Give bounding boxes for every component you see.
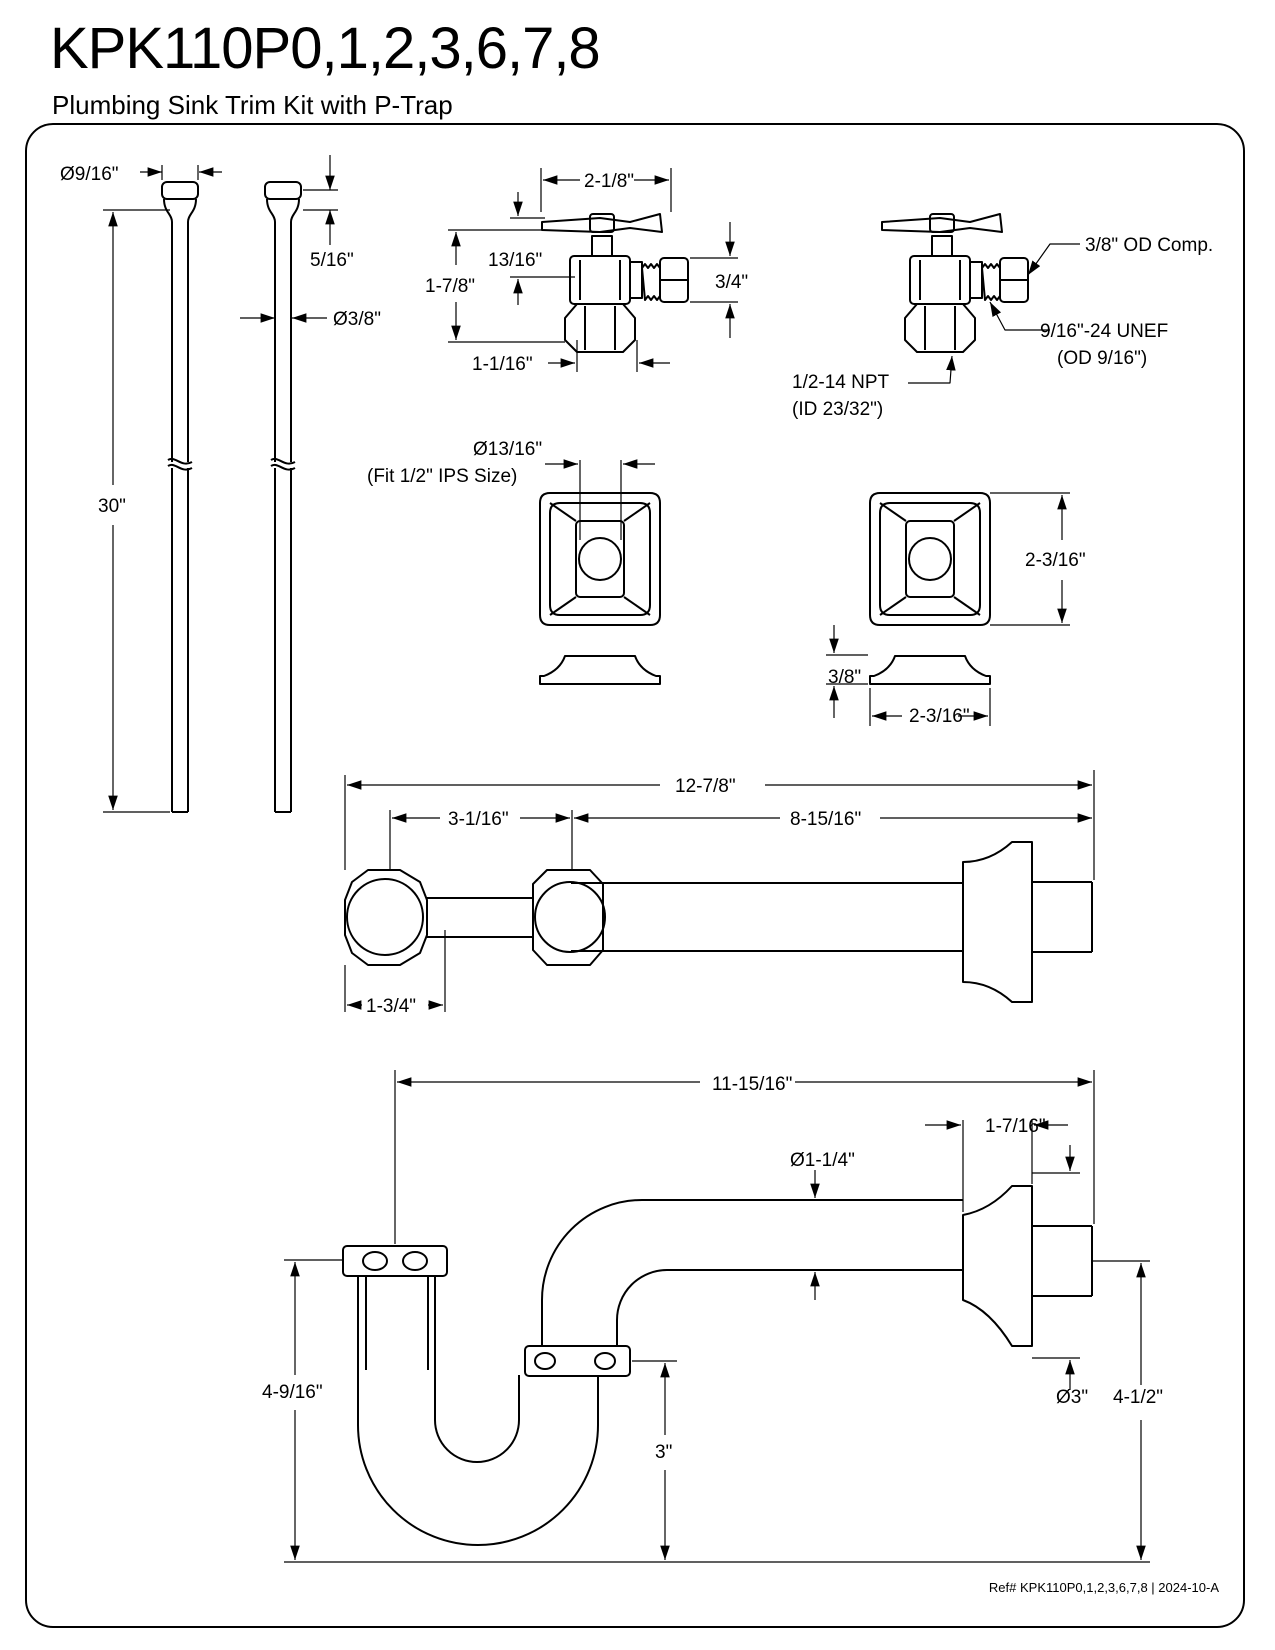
trap-flange-dia-label: Ø3": [1056, 1387, 1088, 1408]
thread-od-label: (OD 9/16"): [1057, 348, 1147, 369]
drain-arm-dimensions: [344, 770, 1095, 1012]
supply-dia-top-label: Ø9/16": [60, 164, 119, 185]
inlet-npt-label: 1/2-14 NPT: [792, 372, 890, 393]
dimension-labels: Ø9/16" 5/16" Ø3/8" 30" 2-1/8" 13/16" 1-7…: [60, 164, 1213, 1463]
flange-ips-label: (Fit 1/2" IPS Size): [367, 466, 517, 487]
valve-base-width-label: 1-1/16": [472, 354, 533, 375]
supply-head-height-label: 5/16": [310, 250, 354, 271]
p-trap-drawing: [342, 1185, 1093, 1546]
trap-inlet-height-label: 4-9/16": [262, 1382, 323, 1403]
supply-line-left: [161, 181, 199, 813]
supply-dia-tube-label: Ø3/8": [333, 309, 381, 330]
inlet-id-label: (ID 23/32"): [792, 399, 883, 420]
compression-label: 3/8" OD Comp.: [1085, 235, 1213, 256]
escutcheon-side-left: [539, 655, 661, 685]
drawing-frame: [25, 123, 1245, 1628]
stop-valve-leaders: [908, 243, 1080, 384]
model-number: KPK110P0,1,2,3,6,7,8: [50, 16, 601, 81]
supply-dimensions: [103, 155, 338, 813]
flange-size-h-label: 2-3/16": [1025, 550, 1086, 571]
trap-overall-label: 11-15/16": [712, 1074, 792, 1095]
flange-dimensions: [545, 459, 1070, 726]
product-description: Plumbing Sink Trim Kit with P-Trap: [52, 90, 453, 120]
supply-line-right: [264, 181, 302, 813]
valve-outlet-height-label: 3/4": [715, 272, 748, 293]
reference-number: Ref# KPK110P0,1,2,3,6,7,8 | 2024-10-A: [988, 1580, 1219, 1595]
valve-height-label: 1-7/8": [425, 276, 475, 297]
stop-valve-dimensioned: [541, 213, 689, 353]
drain-nut-spacing-label: 3-1/16": [448, 809, 509, 830]
trap-flange-depth-label: 1-7/16": [985, 1116, 1046, 1137]
trap-pipe-dia-label: Ø1-1/4": [790, 1150, 855, 1171]
drain-nut-width-label: 1-3/4": [366, 996, 416, 1017]
escutcheon-side-right: [869, 655, 991, 685]
valve-offset-label: 13/16": [488, 250, 542, 271]
drain-overall-label: 12-7/8": [675, 776, 736, 797]
drain-arm-length-label: 8-15/16": [790, 809, 861, 830]
escutcheon-front-left: [539, 492, 661, 626]
drain-arm-drawing: [344, 841, 1093, 1003]
thread-spec-label: 9/16"-24 UNEF: [1040, 321, 1168, 342]
escutcheon-front-right: [869, 492, 991, 626]
flange-size-w-label: 2-3/16": [909, 706, 970, 727]
stop-valve-dimensions: [448, 168, 738, 372]
valve-width-label: 2-1/8": [584, 171, 634, 192]
p-trap-dimensions: [284, 1070, 1150, 1563]
flange-bore-label: Ø13/16": [473, 439, 542, 460]
flange-height-label: 3/8": [828, 667, 861, 688]
stop-valve-callout: [881, 213, 1029, 353]
trap-outlet-height-label: 4-1/2": [1113, 1387, 1163, 1408]
supply-length-label: 30": [98, 496, 126, 517]
trap-height-label: 3": [655, 1442, 672, 1463]
